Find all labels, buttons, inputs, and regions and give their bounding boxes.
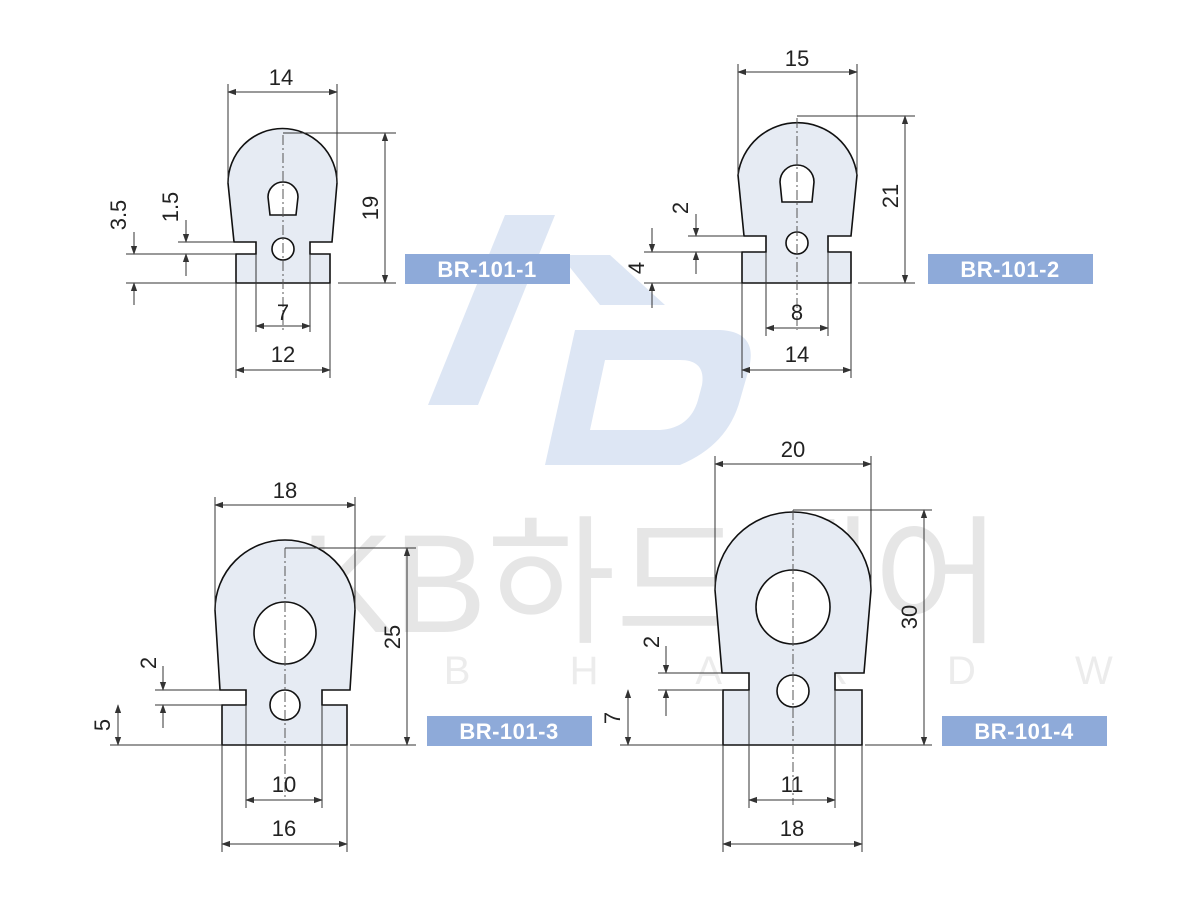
dim-height: 19 bbox=[358, 196, 383, 220]
dim-base-height: 3.5 bbox=[106, 200, 131, 231]
part-br-101-2: 15 21 2 4 8 14 BR-101-2 bbox=[624, 46, 1093, 378]
dim-top-width: 18 bbox=[273, 478, 297, 503]
part-profile bbox=[737, 122, 858, 284]
dim-base-width: 16 bbox=[272, 816, 296, 841]
part-label: BR-101-1 bbox=[437, 257, 536, 282]
part-label-badge bbox=[405, 254, 570, 284]
part-label-badge bbox=[942, 716, 1107, 746]
dim-slot-height: 1.5 bbox=[158, 192, 183, 223]
part-br-101-3: 18 25 2 5 10 16 BR-101-3 bbox=[90, 478, 592, 852]
dim-inner-width: 8 bbox=[791, 300, 803, 325]
dim-base-width: 12 bbox=[271, 342, 295, 367]
dim-height: 30 bbox=[897, 605, 922, 629]
dim-inner-width: 11 bbox=[781, 772, 804, 797]
part-br-101-4: 20 30 2 7 11 18 BR-101-4 bbox=[600, 437, 1107, 852]
keyhole-slot bbox=[779, 164, 815, 203]
dim-inner-width: 7 bbox=[277, 300, 289, 325]
watermark: KB하드웨어 K B H A R D W A R E bbox=[300, 215, 1200, 693]
part-label-badge bbox=[427, 716, 592, 746]
dim-height: 25 bbox=[380, 625, 405, 649]
dim-base-width: 14 bbox=[785, 342, 809, 367]
dim-base-height: 4 bbox=[624, 262, 649, 274]
part-label: BR-101-2 bbox=[960, 257, 1059, 282]
dim-slot-height: 2 bbox=[668, 202, 693, 214]
dim-top-width: 14 bbox=[269, 65, 293, 90]
watermark-brand-korean: KB하드웨어 bbox=[300, 505, 1002, 662]
part-label: BR-101-3 bbox=[459, 719, 558, 744]
dim-height: 21 bbox=[878, 184, 903, 208]
part-label: BR-101-4 bbox=[974, 719, 1074, 744]
part-label-badge bbox=[928, 254, 1093, 284]
dim-slot-height: 2 bbox=[639, 636, 664, 648]
dim-slot-height: 2 bbox=[136, 657, 161, 669]
dim-inner-width: 10 bbox=[272, 772, 296, 797]
dim-base-height: 5 bbox=[90, 719, 115, 731]
dim-top-width: 15 bbox=[785, 46, 809, 71]
dim-top-width: 20 bbox=[781, 437, 805, 462]
dim-base-height: 7 bbox=[600, 712, 625, 724]
dim-base-width: 18 bbox=[780, 816, 804, 841]
part-br-101-1: 14 19 3.5 1.5 7 12 BR-101-1 bbox=[106, 65, 570, 378]
